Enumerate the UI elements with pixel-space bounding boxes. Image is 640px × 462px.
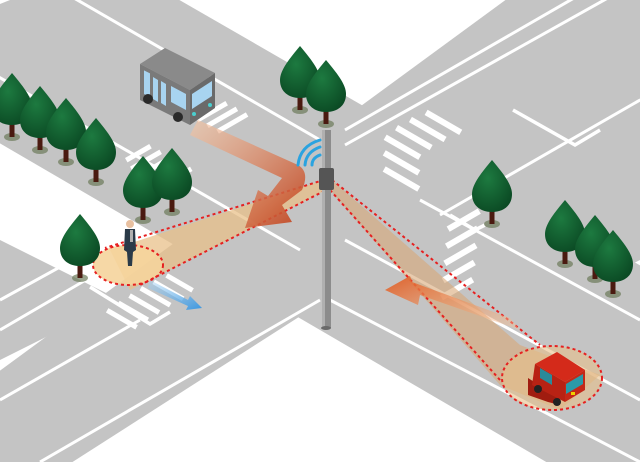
crosswalk-south [105, 273, 194, 330]
sensor-box [319, 168, 334, 190]
pedestrian-direction-arrow [148, 280, 202, 310]
crosswalk-east [382, 109, 463, 192]
wifi-signal-icon [296, 138, 322, 167]
pedestrian [124, 220, 136, 266]
car-direction-arrow [385, 276, 520, 330]
bus [140, 48, 215, 125]
bus-turn-arrow [190, 120, 306, 228]
car [528, 352, 585, 406]
sensor-pole [319, 130, 334, 330]
tree [60, 214, 100, 282]
